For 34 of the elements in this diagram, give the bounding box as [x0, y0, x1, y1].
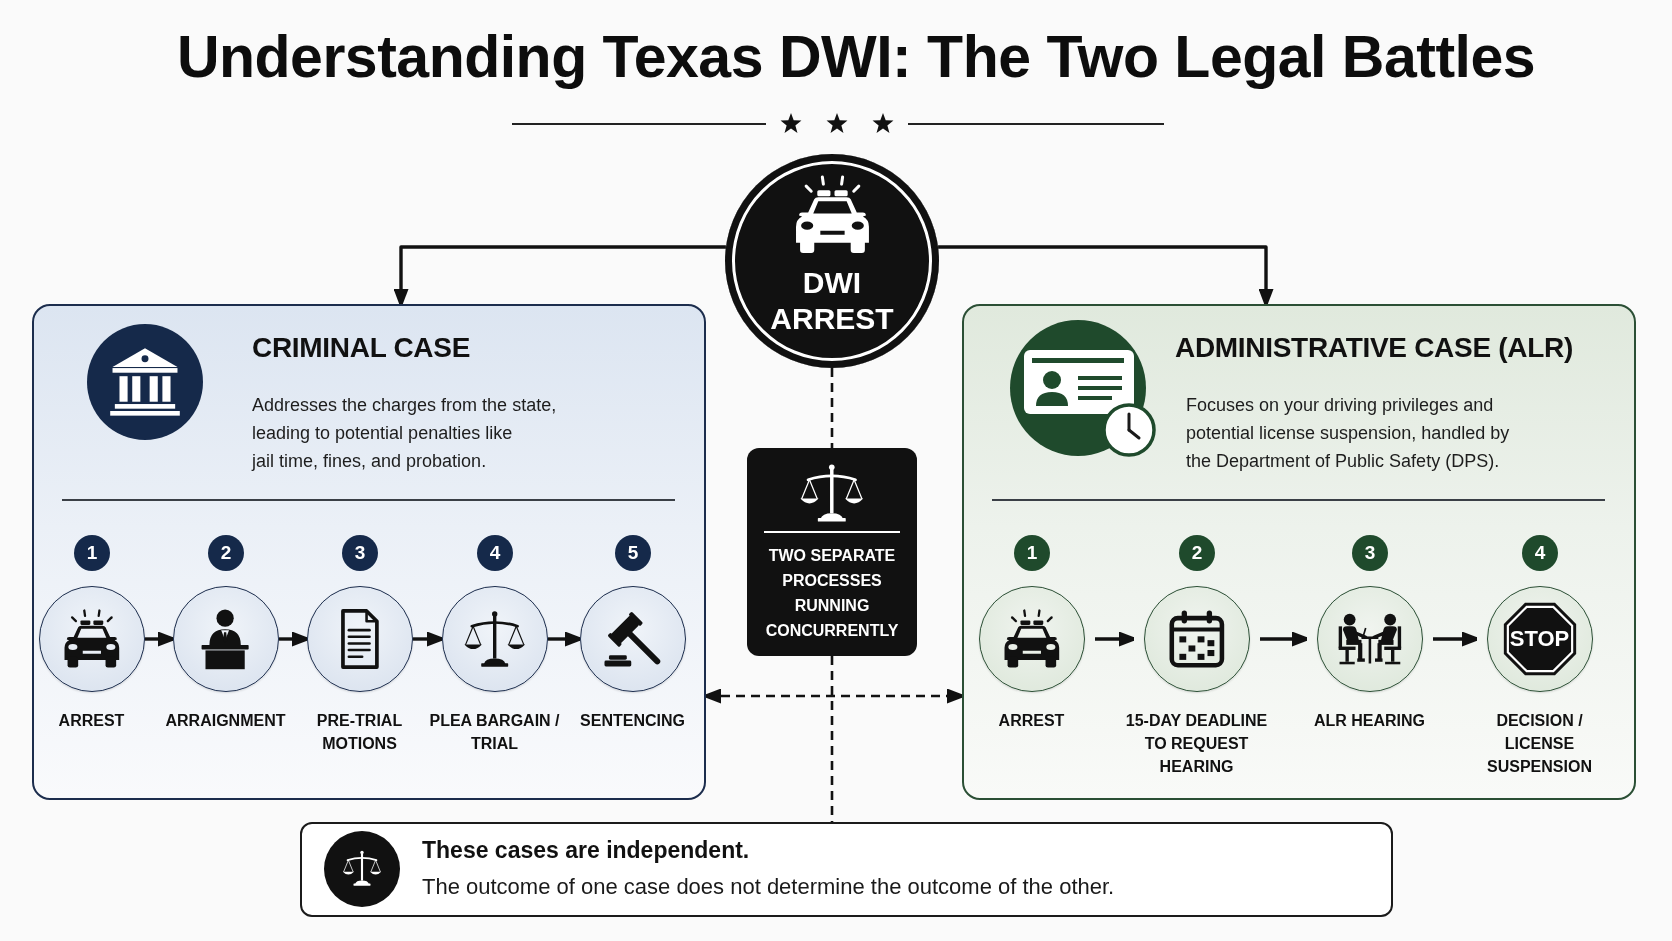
step-number: 2 [1179, 535, 1215, 571]
step-label: SENTENCING [579, 710, 686, 731]
step-number: 5 [615, 535, 651, 571]
step-label: ALR HEARING [1312, 710, 1427, 731]
panel-heading: CRIMINAL CASE [252, 332, 471, 364]
step-number: 4 [1522, 535, 1558, 571]
case-panel [32, 304, 706, 800]
step-label: DECISION / LICENSE SUSPENSION [1486, 710, 1593, 777]
info-box [747, 448, 917, 656]
case-panel [962, 304, 1636, 800]
step-number: 1 [74, 535, 110, 571]
sign-text: STOP [1509, 625, 1570, 652]
step-number: 1 [1014, 535, 1050, 571]
step-label: ARREST [997, 710, 1066, 731]
panel-description: Focuses on your driving privileges and potential license suspension, handled by the Department of Public Safety (DPS). [1186, 394, 1511, 473]
step-label: ARREST [57, 710, 126, 731]
step-number: 3 [1352, 535, 1388, 571]
panel-description: Addresses the charges from the state, leading to potential penalties like jail time, fines, and probation. [252, 394, 558, 473]
step-label: ARRAIGNMENT [164, 710, 287, 731]
note-box [300, 822, 1393, 917]
note-heading: These cases are independent. [422, 836, 750, 865]
panel-heading: ADMINISTRATIVE CASE (ALR) [1175, 332, 1573, 364]
dashed-line [830, 656, 834, 822]
step-label: PRE-TRIAL MOTIONS [315, 710, 404, 754]
info-text: TWO SEPARATE PROCESSES RUNNING CONCURRENTLY [764, 546, 900, 641]
step-label: 15-DAY DEADLINE TO REQUEST HEARING [1124, 710, 1269, 777]
dashed-line [830, 368, 834, 448]
step-label: PLEA BARGAIN / TRIAL [428, 710, 561, 754]
note-text: The outcome of one case does not determine the outcome of the other. [422, 873, 1115, 901]
hub-label: DWI ARREST [769, 265, 895, 337]
step-number: 2 [208, 535, 244, 571]
step-number: 4 [477, 535, 513, 571]
step-number: 3 [342, 535, 378, 571]
title-heading: Understanding Texas DWI: The Two Legal Battles [176, 23, 1536, 92]
